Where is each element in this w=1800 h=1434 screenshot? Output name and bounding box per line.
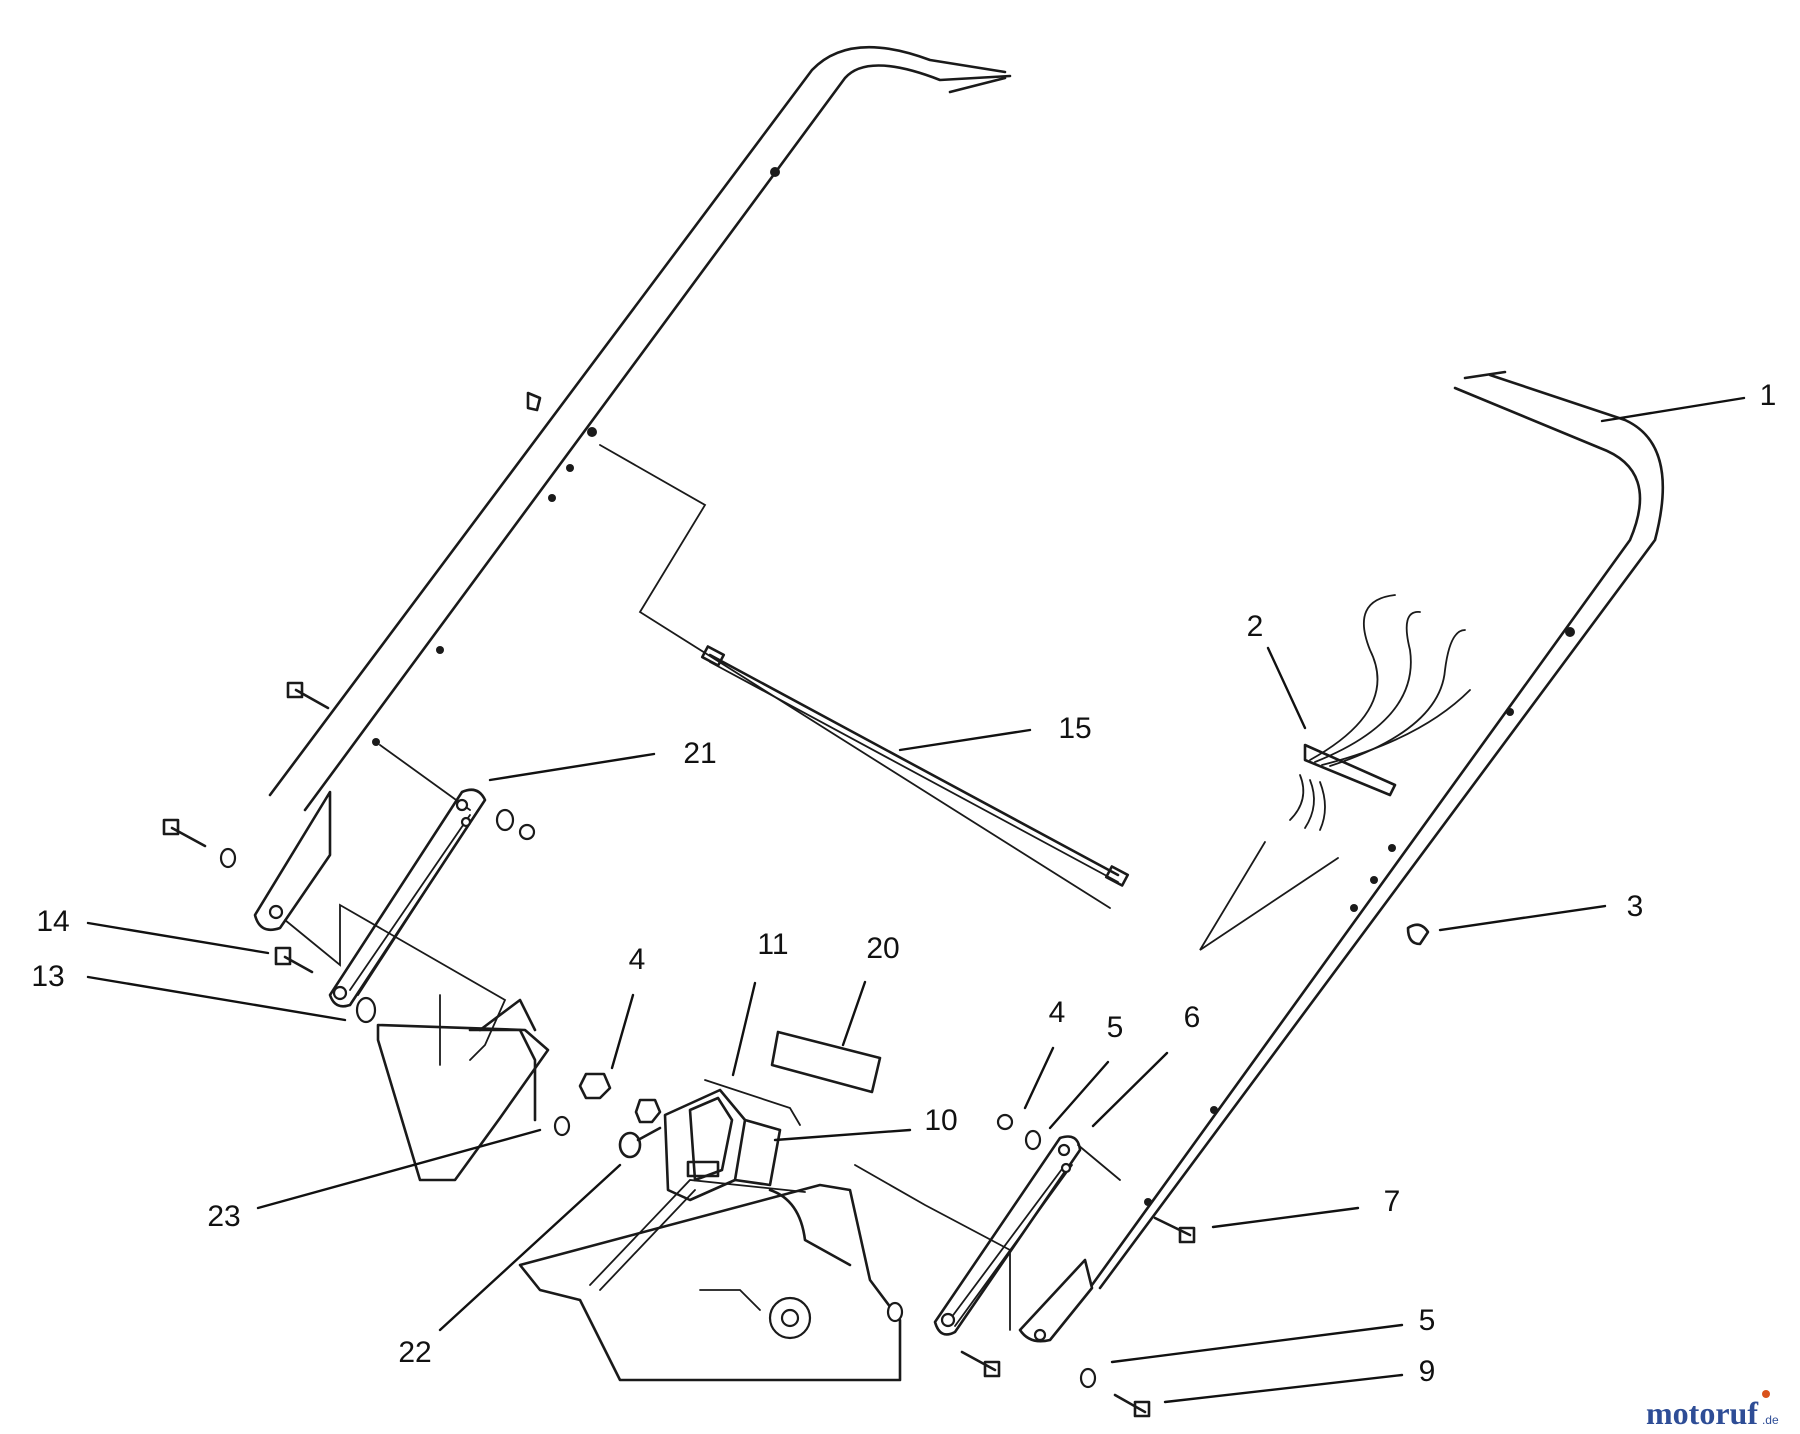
leader-14 — [86, 921, 270, 955]
right-adjuster-bracket — [933, 1135, 1121, 1336]
callout-21: 21 — [683, 737, 716, 770]
callout-22: 22 — [398, 1336, 431, 1369]
cable-assembly — [1289, 594, 1471, 831]
leader-5a — [1048, 1060, 1110, 1130]
leader-21 — [488, 752, 656, 782]
leader-7 — [1211, 1206, 1360, 1229]
leader-23 — [256, 1128, 542, 1210]
watermark-accent-dot — [1762, 1390, 1770, 1398]
leader-9 — [1163, 1373, 1404, 1404]
leader-13 — [86, 975, 347, 1022]
leader-11 — [731, 981, 757, 1077]
leader-5b — [1110, 1323, 1404, 1364]
watermark-brand-text: motoruf — [1646, 1395, 1758, 1431]
callout-5a: 5 — [1107, 1011, 1124, 1044]
leader-lines — [86, 396, 1746, 1404]
callout-4a: 4 — [629, 943, 646, 976]
callout-7: 7 — [1384, 1185, 1401, 1218]
left-adjuster-bracket — [328, 788, 487, 1008]
deck-mount — [376, 994, 902, 1382]
callout-2: 2 — [1247, 610, 1264, 643]
callout-6: 6 — [1184, 1001, 1201, 1034]
right-handle-foot — [854, 1164, 1094, 1343]
callout-10: 10 — [924, 1104, 957, 1137]
handle-frame — [268, 45, 1665, 1290]
control-rod — [700, 645, 1130, 887]
callout-1: 1 — [1760, 379, 1777, 412]
bracket-10 — [663, 1079, 801, 1202]
leader-2 — [1266, 646, 1307, 730]
callout-14: 14 — [36, 905, 69, 938]
leader-1 — [1600, 396, 1746, 423]
leader-15 — [898, 728, 1032, 752]
watermark-brand: motoruf .de — [1646, 1395, 1779, 1431]
watermark-suffix-text: .de — [1762, 1413, 1779, 1427]
leader-4b — [1023, 1046, 1055, 1110]
callout-20: 20 — [866, 932, 899, 965]
callout-23: 23 — [207, 1200, 240, 1233]
hardware — [162, 391, 1430, 1418]
callout-15: 15 — [1058, 712, 1091, 745]
leader-4a — [610, 993, 635, 1070]
watermark-logo: motoruf .de — [1646, 1390, 1779, 1431]
leader-6 — [1091, 1051, 1169, 1128]
callout-5b: 5 — [1419, 1304, 1436, 1337]
callout-4b: 4 — [1049, 996, 1066, 1029]
callout-13: 13 — [31, 960, 64, 993]
leader-22 — [438, 1163, 622, 1332]
decal — [770, 1030, 882, 1094]
callout-11: 11 — [757, 928, 788, 961]
callout-numbers: 1 2 3 4 11 20 4 5 6 10 7 5 9 14 13 15 21… — [31, 379, 1776, 1388]
leader-20 — [841, 980, 867, 1047]
callout-9: 9 — [1419, 1355, 1436, 1388]
callout-3: 3 — [1627, 890, 1644, 923]
leader-3 — [1438, 904, 1607, 932]
left-handle-foot — [253, 744, 507, 1061]
leader-10 — [773, 1128, 912, 1142]
